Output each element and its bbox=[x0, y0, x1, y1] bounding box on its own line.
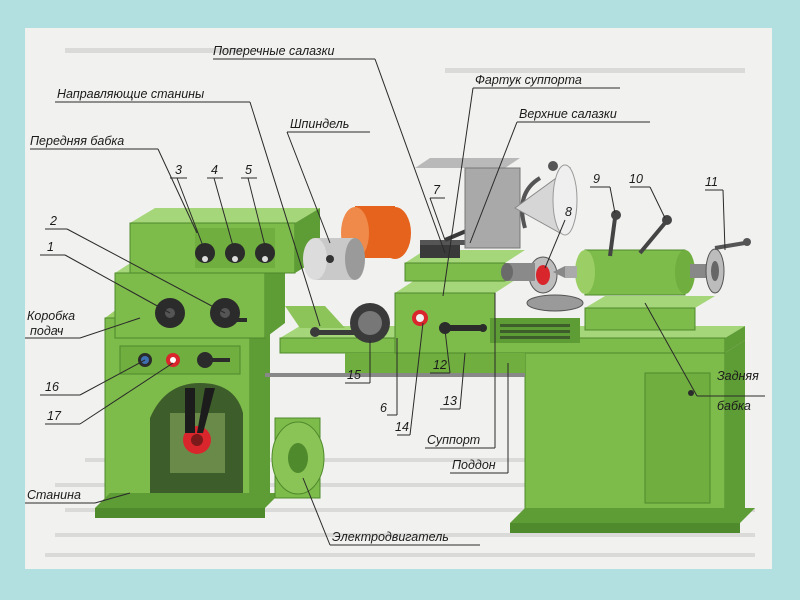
work-lamp bbox=[515, 161, 577, 235]
label-upper-slide: Верхние салазки bbox=[519, 107, 617, 121]
callout-number: 5 bbox=[245, 163, 252, 177]
callout-number: 4 bbox=[211, 163, 218, 177]
callout-number: 3 bbox=[175, 163, 182, 177]
callout-number: 2 bbox=[49, 214, 57, 228]
label-tailstock-line2: бабка bbox=[717, 399, 751, 413]
callout-number: 17 bbox=[47, 409, 62, 423]
callout-number: 1 bbox=[47, 240, 54, 254]
control-panel bbox=[120, 346, 240, 374]
label-support: Суппорт bbox=[427, 433, 480, 447]
label-spindle: Шпиндель bbox=[290, 117, 349, 131]
label-tray: Поддон bbox=[452, 458, 496, 472]
label-cross-slide: Поперечные салазки bbox=[213, 44, 335, 58]
label-tailstock-line1: Задняя bbox=[717, 369, 759, 383]
lathe-diagram: Поперечные салазки Фартук суппорта Напра… bbox=[25, 28, 772, 569]
label-electric-motor: Электродвигатель bbox=[332, 530, 449, 544]
tray-slot bbox=[490, 318, 580, 343]
callout-number: 16 bbox=[45, 380, 59, 394]
label-headstock: Передняя бабка bbox=[30, 134, 124, 148]
cross-slide-handwheel bbox=[527, 295, 583, 311]
electric-motor bbox=[272, 418, 324, 498]
slide: Поперечные салазки Фартук суппорта Напра… bbox=[25, 28, 772, 569]
callout-number: 11 bbox=[705, 175, 718, 189]
tailstock bbox=[553, 210, 751, 330]
callout-number: 6 bbox=[380, 401, 387, 415]
chip-guard bbox=[415, 158, 520, 248]
callout-number: 15 bbox=[347, 368, 361, 382]
callout-number: 13 bbox=[443, 394, 457, 408]
callout-number: 9 bbox=[593, 172, 600, 186]
callout-number: 14 bbox=[395, 420, 409, 434]
label-bed: Станина bbox=[27, 488, 81, 502]
callout-number: 8 bbox=[565, 205, 572, 219]
callout-number: 12 bbox=[433, 358, 447, 372]
label-feed-box-line2: подач bbox=[30, 324, 64, 338]
callout-number: 7 bbox=[433, 183, 441, 197]
callout-number: 10 bbox=[629, 172, 643, 186]
upper-slide-handwheel bbox=[501, 257, 557, 293]
lead-screw bbox=[265, 353, 525, 377]
label-carriage-apron: Фартук суппорта bbox=[475, 73, 582, 87]
label-bed-guideways: Направляющие станины bbox=[57, 87, 204, 101]
label-feed-box-line1: Коробка bbox=[27, 309, 75, 323]
